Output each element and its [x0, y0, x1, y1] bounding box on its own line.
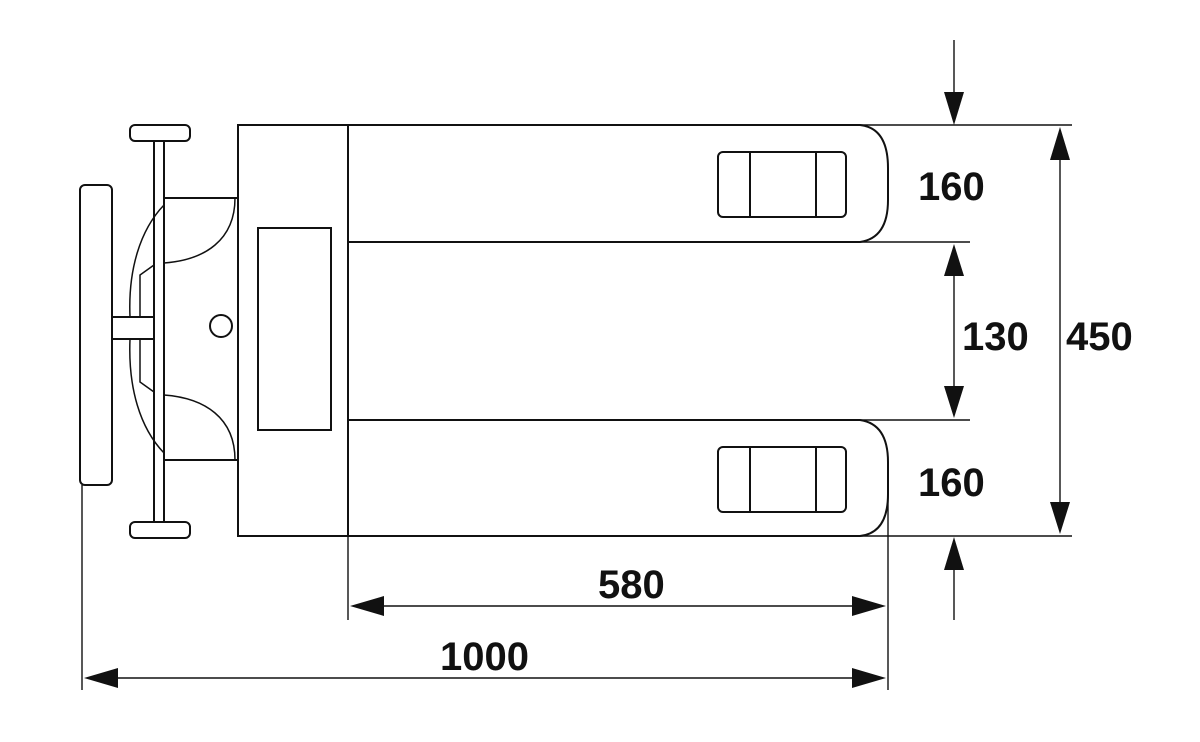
bracket-side-top [129, 204, 165, 318]
fork-top [348, 124, 889, 243]
dim-580-arrow-right [852, 596, 886, 616]
handle-grip [79, 184, 113, 486]
steer-wheel-top [129, 124, 191, 142]
bracket-inner-bottom [139, 339, 155, 393]
pump-bracket [129, 197, 238, 461]
dim-450-arrow-top [1050, 127, 1070, 160]
horizontal-dimensions [81, 480, 889, 690]
steer-wheel-bottom [129, 521, 191, 539]
label-130: 130 [962, 315, 1029, 359]
load-roller-bottom [717, 446, 847, 513]
chassis-body [237, 124, 349, 537]
label-160-top: 160 [918, 165, 985, 209]
steer-axle [129, 124, 191, 539]
fork-bottom-outline [348, 419, 889, 537]
fork-top-outline [348, 124, 889, 243]
label-1000: 1000 [440, 635, 529, 679]
chassis [237, 124, 349, 537]
dim-160-bottom-arrow [944, 537, 964, 570]
fork-bottom [348, 419, 889, 537]
pivot-pin [209, 314, 233, 338]
tiller-handle [79, 184, 155, 486]
handle-stem [111, 316, 155, 340]
dim-1000-arrow-right [852, 668, 886, 688]
dim-580-arrow-left [350, 596, 384, 616]
dim-160-top-arrow [944, 92, 964, 125]
dim-450-arrow-bottom [1050, 502, 1070, 534]
bracket-side-bottom [129, 338, 165, 454]
load-roller-top [717, 151, 847, 218]
bracket-curve-top [163, 197, 236, 264]
chassis-plate [257, 227, 332, 431]
label-580: 580 [598, 563, 665, 607]
bracket-inner-top [139, 264, 155, 317]
label-160-bottom: 160 [918, 461, 985, 505]
dim-1000-arrow-left [84, 668, 118, 688]
dim-130-arrow-bottom [944, 386, 964, 418]
label-450: 450 [1066, 315, 1133, 359]
dim-130-arrow-top [944, 244, 964, 276]
bracket-curve-bottom [163, 394, 236, 461]
dimension-labels: 160 130 160 450 580 1000 [440, 165, 1133, 679]
vertical-dimensions [860, 40, 1072, 620]
